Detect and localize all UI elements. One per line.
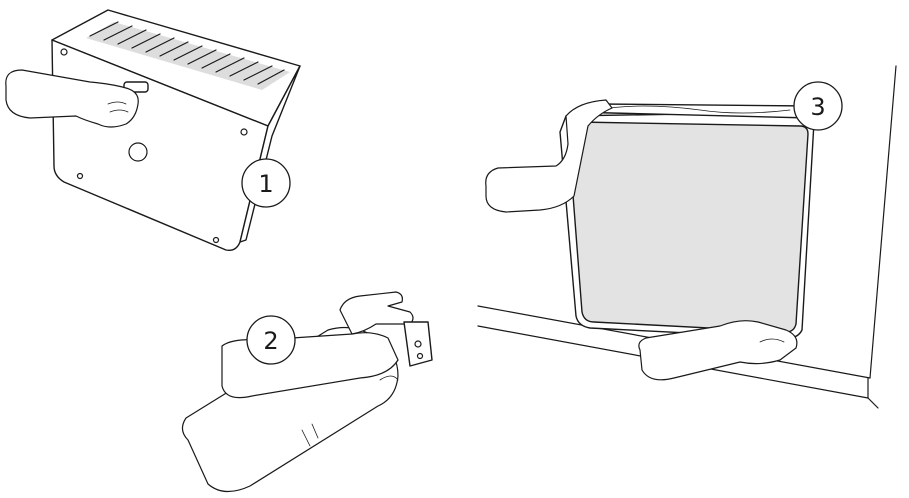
step-2-number: 2	[263, 327, 278, 355]
step-3-marker: 3	[794, 82, 842, 130]
step-2-illustration	[182, 292, 432, 492]
front-panel	[568, 122, 808, 332]
baseboard-line	[868, 398, 878, 408]
step-1-illustration	[6, 10, 300, 250]
step-3-number: 3	[810, 93, 825, 121]
wall-corner-line	[870, 66, 896, 378]
step-1-number: 1	[258, 170, 273, 198]
mounting-bracket	[404, 322, 432, 366]
fingers-step-2	[340, 292, 413, 334]
step-2-marker: 2	[247, 316, 295, 364]
step-1-marker: 1	[242, 159, 290, 207]
